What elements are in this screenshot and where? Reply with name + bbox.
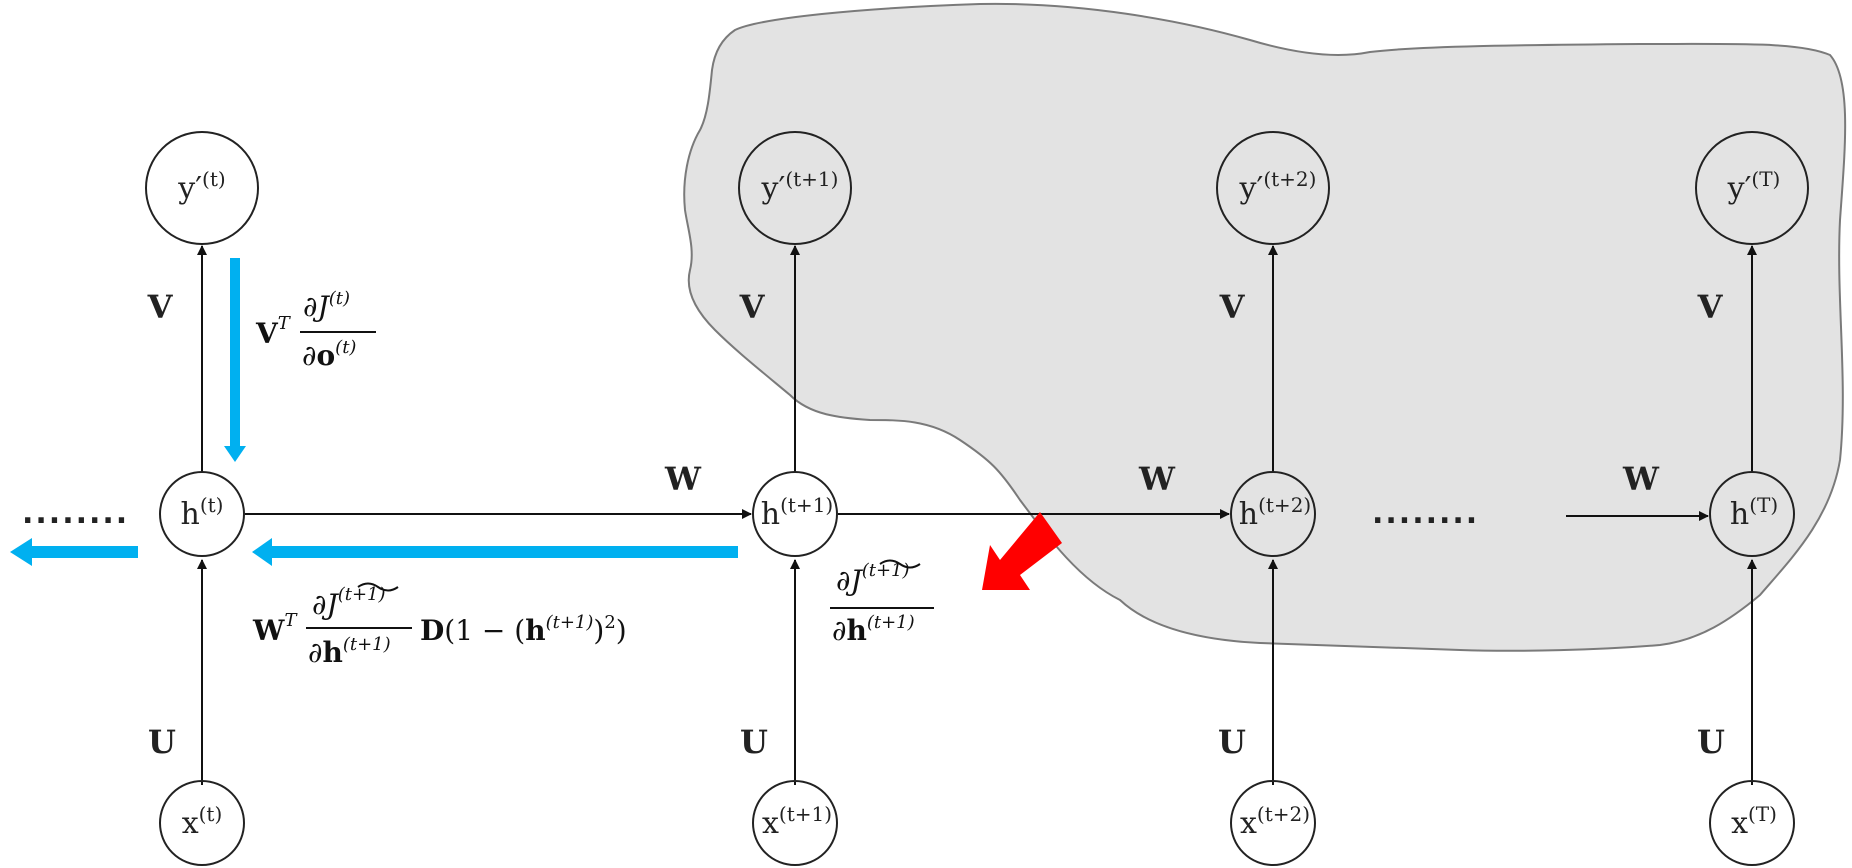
svg-text:VT: VT bbox=[255, 313, 292, 350]
label-h-t1: h(t+1) bbox=[761, 493, 833, 532]
label-x-T: x(T) bbox=[1731, 802, 1777, 841]
label-h-T: h(T) bbox=[1730, 493, 1778, 532]
formula-v-transpose-grad: VT ∂J(t) ∂o(t) bbox=[255, 288, 376, 372]
blue-gradient-arrow-down bbox=[224, 258, 246, 462]
input-node-t bbox=[159, 780, 245, 866]
weight-V-t2: V bbox=[1219, 288, 1246, 326]
label-y-t: y′(t) bbox=[177, 167, 225, 206]
svg-text:D(1 − (h(t+1))2): D(1 − (h(t+1))2) bbox=[420, 612, 627, 647]
red-arrow bbox=[982, 512, 1062, 590]
output-node-t1 bbox=[738, 131, 852, 245]
weight-V-T: V bbox=[1697, 288, 1724, 326]
weight-W-t1: W bbox=[664, 460, 702, 498]
svg-text:∂J(t+1): ∂J(t+1) bbox=[836, 560, 910, 597]
hidden-node-T bbox=[1709, 471, 1795, 557]
label-y-T: y′(T) bbox=[1727, 167, 1781, 206]
input-node-t2 bbox=[1230, 780, 1316, 866]
label-y-t2: y′(t+2) bbox=[1239, 167, 1317, 206]
hidden-node-t1 bbox=[752, 471, 838, 557]
hidden-node-t2 bbox=[1230, 471, 1316, 557]
formula-w-transpose-grad: WT ∂J(t+1) ∂h(t+1) D(1 − (h(t+1))2) bbox=[252, 582, 627, 669]
output-node-T bbox=[1695, 131, 1809, 245]
svg-text:∂o(t): ∂o(t) bbox=[302, 337, 356, 372]
label-y-t1: y′(t+1) bbox=[761, 167, 839, 206]
ellipsis-left: ........ bbox=[22, 496, 129, 531]
svg-text:WT: WT bbox=[252, 610, 298, 647]
formula-h-grad: ∂J(t+1) ∂h(t+1) bbox=[830, 559, 934, 647]
weight-W-t2: W bbox=[1138, 460, 1176, 498]
label-x-t: x(t) bbox=[182, 802, 223, 841]
ellipsis-middle: ........ bbox=[1372, 496, 1479, 531]
blue-gradient-arrow-left-main bbox=[252, 538, 738, 566]
svg-text:∂J(t): ∂J(t) bbox=[303, 288, 350, 323]
future-timesteps-shaded-region bbox=[683, 2, 1847, 652]
label-x-t1: x(t+1) bbox=[762, 802, 832, 841]
weight-U-t2: U bbox=[1218, 723, 1246, 761]
svg-text:∂J(t+1): ∂J(t+1) bbox=[312, 584, 386, 621]
label-x-t2: x(t+2) bbox=[1240, 802, 1310, 841]
label-h-t2: h(t+2) bbox=[1239, 493, 1311, 532]
output-node-t2 bbox=[1216, 131, 1330, 245]
weight-U-t1: U bbox=[740, 723, 768, 761]
blue-gradient-arrow-left-edge bbox=[10, 538, 138, 566]
weight-V-t: V bbox=[147, 288, 174, 326]
weight-U-t: U bbox=[148, 723, 176, 761]
output-node-t bbox=[145, 131, 259, 245]
input-node-t1 bbox=[752, 780, 838, 866]
weight-U-T: U bbox=[1697, 723, 1725, 761]
weight-W-T: W bbox=[1622, 460, 1660, 498]
svg-text:∂h(t+1): ∂h(t+1) bbox=[308, 634, 391, 669]
input-node-T bbox=[1709, 780, 1795, 866]
hidden-node-t bbox=[159, 471, 245, 557]
svg-text:∂h(t+1): ∂h(t+1) bbox=[832, 612, 915, 647]
label-h-t: h(t) bbox=[181, 493, 224, 532]
weight-V-t1: V bbox=[739, 288, 766, 326]
